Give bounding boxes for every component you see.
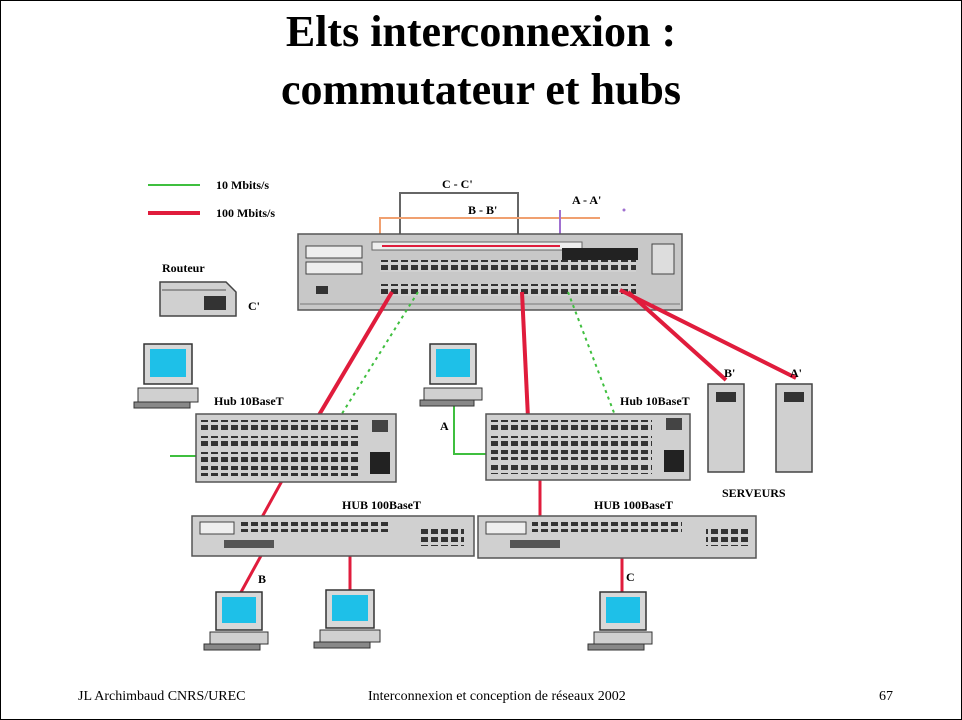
link-cc-line [399, 192, 519, 238]
legend: 10 Mbits/s 100 Mbits/s [148, 178, 275, 220]
hub-3: HUB 100BaseT [191, 498, 475, 557]
hub-1: Hub 10BaseT [195, 394, 397, 483]
hub4-label: HUB 100BaseT [594, 498, 673, 512]
hub3-label: HUB 100BaseT [342, 498, 421, 512]
hub1-indicator [372, 420, 388, 432]
legend-red-label: 100 Mbits/s [216, 206, 275, 220]
hub2-indicator [666, 418, 682, 430]
hub3-connector [224, 540, 274, 548]
link-switch-hub1 [314, 290, 394, 422]
legend-green-label: 10 Mbits/s [216, 178, 269, 192]
switch-power [316, 286, 328, 294]
hub-4: HUB 100BaseT [477, 498, 757, 559]
switch-slot-1 [305, 245, 363, 259]
footer-course: Interconnexion et conception de réseaux … [368, 689, 626, 704]
hub1-power [370, 452, 390, 474]
switch-upper-ports [380, 260, 636, 272]
pc-c: C [587, 570, 653, 651]
slide-title-line1: Elts interconnexion : [285, 7, 677, 56]
pc-b-base [209, 631, 269, 645]
link-switch-server-a [619, 288, 797, 380]
link-aa-dot [622, 208, 626, 212]
pc-middle-base [319, 629, 381, 643]
pc-top-left-keyboard [133, 401, 191, 409]
link-bb-label: B - B' [468, 203, 497, 217]
hub1-ports-1 [200, 420, 360, 430]
switch-panel [562, 248, 638, 260]
pc-a-base [423, 387, 483, 401]
link-switch-server-b [626, 290, 728, 382]
server-b-drive [716, 392, 736, 402]
link-cc-label: C - C' [442, 177, 473, 191]
pc-b-label: B [258, 572, 266, 586]
slide-title-line2: commutateur et hubs [280, 65, 682, 114]
router-label: Routeur [162, 261, 205, 275]
server-b-label: B' [724, 366, 735, 380]
hub3-side-ports [420, 528, 464, 546]
hub4-ports [532, 522, 682, 532]
link-switch-hub1-green [337, 291, 419, 421]
hub4-module [485, 521, 527, 535]
hub2-ports-1 [490, 420, 652, 430]
pc-a-keyboard [419, 399, 475, 407]
hub1-label: Hub 10BaseT [214, 394, 284, 408]
hub4-connector [510, 540, 560, 548]
pc-middle-keyboard [313, 641, 371, 649]
pc-top-left-screen [150, 349, 186, 377]
servers: B' A' SERVEURS [707, 366, 813, 500]
link-bb-line [379, 217, 600, 238]
hub2-power [664, 450, 684, 472]
pc-b: B [203, 572, 269, 651]
servers-label: SERVEURS [722, 486, 786, 500]
hub1-ports-3 [200, 452, 360, 462]
footer-author: JL Archimbaud CNRS/UREC [78, 689, 246, 704]
hub1-ports-4 [200, 466, 360, 476]
pc-b-keyboard [203, 643, 261, 651]
hub2-ports-2 [490, 436, 652, 446]
hub2-ports-4 [490, 464, 652, 474]
pc-a: A [419, 343, 483, 433]
switch-lower-ports [380, 284, 636, 296]
top-links: C - C' B - B' A - A' [379, 177, 626, 238]
pc-c-screen [606, 597, 640, 623]
hub4-side-ports [706, 528, 748, 546]
pc-a-screen [436, 349, 470, 377]
server-a-label: A' [790, 366, 802, 380]
link-aa-label: A - A' [572, 193, 601, 207]
router: Routeur C' [159, 261, 260, 317]
hub3-module [199, 521, 235, 535]
pc-c-label: C [626, 570, 635, 584]
pc-middle [313, 589, 381, 649]
switch [297, 233, 683, 311]
pc-top-left [133, 343, 199, 409]
pc-c-base [593, 631, 653, 645]
server-a-drive [784, 392, 804, 402]
router-port-label: C' [248, 299, 260, 313]
switch-side-panel [651, 243, 675, 275]
hub3-ports [240, 522, 390, 532]
link-switch-hub2-green [567, 291, 617, 419]
link-switch-hub2 [520, 291, 530, 419]
hub-2: Hub 10BaseT [485, 394, 691, 481]
router-port [204, 296, 226, 310]
pc-b-screen [222, 597, 256, 623]
connections [170, 288, 797, 595]
pc-top-left-base [137, 387, 199, 403]
switch-slot-2 [305, 261, 363, 275]
pc-c-keyboard [587, 643, 645, 651]
hub1-ports-2 [200, 436, 360, 446]
pc-middle-screen [332, 595, 368, 621]
hub2-label: Hub 10BaseT [620, 394, 690, 408]
pc-a-label: A [440, 419, 449, 433]
hub2-ports-3 [490, 450, 652, 460]
footer-page-number: 67 [879, 689, 893, 704]
